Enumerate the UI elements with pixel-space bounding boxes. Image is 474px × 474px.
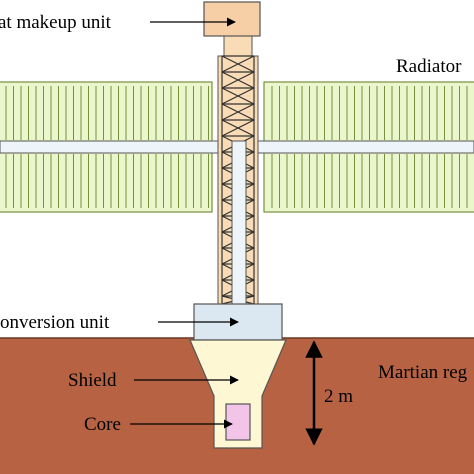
- truss-brace: [221, 119, 255, 137]
- shield-label: Shield: [68, 370, 117, 391]
- core-label: Core: [84, 414, 121, 435]
- tower-truss: [217, 35, 259, 305]
- truss-brace: [221, 103, 255, 121]
- shield: [189, 339, 287, 449]
- makeup-unit-label: at makeup unit: [0, 12, 112, 33]
- regolith-label: Martian reg: [378, 362, 468, 383]
- core: [225, 403, 251, 441]
- truss-brace: [221, 55, 255, 73]
- truss-brace: [221, 87, 255, 105]
- depth-label: 2 m: [324, 386, 353, 407]
- radiator-left-lower: [0, 149, 213, 213]
- radiator-left-upper: [0, 81, 213, 145]
- radiator-panels: [0, 81, 474, 213]
- heat-makeup-unit: [203, 1, 261, 37]
- radiator-label: Radiator: [396, 56, 462, 77]
- conversion-unit-label: onversion unit: [0, 312, 110, 333]
- truss-brace: [221, 71, 255, 89]
